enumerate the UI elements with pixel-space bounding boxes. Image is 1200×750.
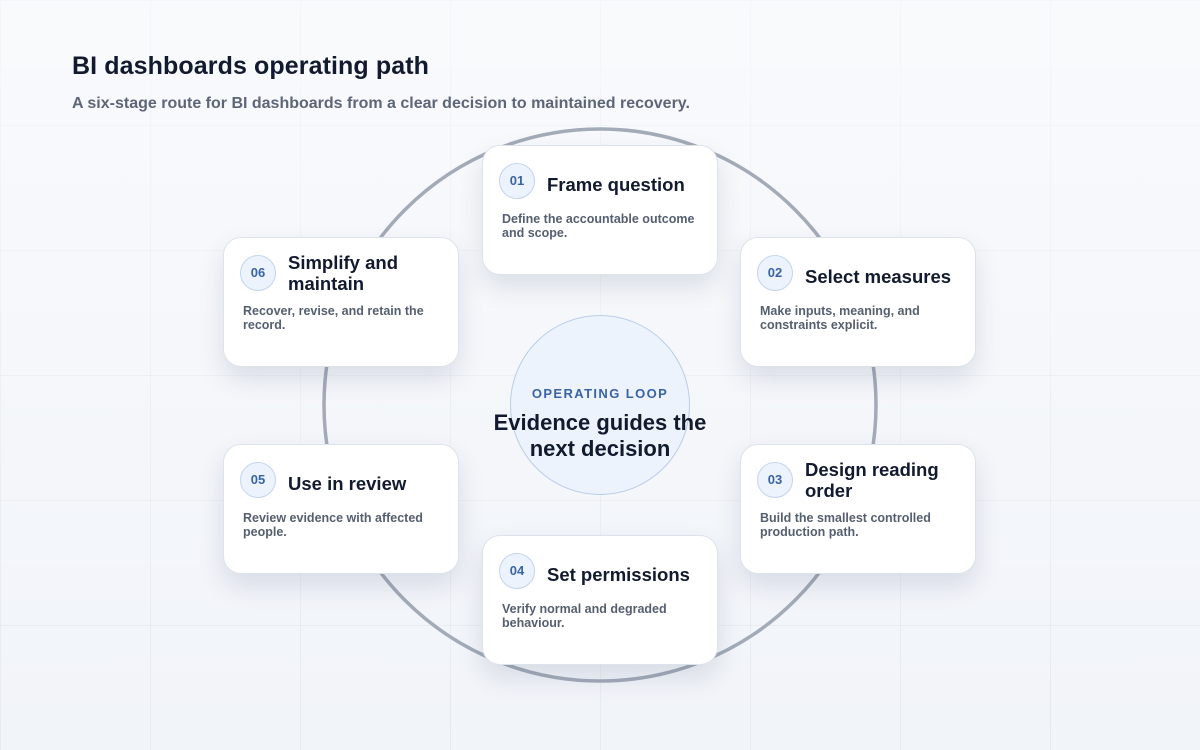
stage-description: Review evidence with affected people. bbox=[243, 511, 423, 539]
hub-kicker: OPERATING LOOP bbox=[531, 386, 669, 401]
stage-number-badge: 06 bbox=[240, 255, 276, 291]
stage-number-badge: 01 bbox=[499, 163, 535, 199]
stage-description: Define the accountable outcome and scope… bbox=[502, 212, 695, 240]
stage-description: Build the smallest controlled production… bbox=[760, 511, 931, 539]
stage-number-badge: 04 bbox=[499, 553, 535, 589]
stage-card-design-reading-order[interactable]: 03 Design reading order Build the smalle… bbox=[740, 444, 976, 574]
stage-title: Frame question bbox=[547, 174, 685, 195]
stage-number-badge: 03 bbox=[757, 462, 793, 498]
stage-card-simplify-and-maintain[interactable]: 06 Simplify and maintain Recover, revise… bbox=[223, 237, 459, 367]
stage-card-use-in-review[interactable]: 05 Use in review Review evidence with af… bbox=[223, 444, 459, 574]
stage-title: Use in review bbox=[288, 473, 407, 494]
loop-ring-path bbox=[322, 127, 878, 683]
stage-description: Make inputs, meaning, and constraints ex… bbox=[760, 304, 920, 332]
stage-title: Design reading order bbox=[805, 459, 939, 501]
stage-title: Set permissions bbox=[547, 564, 690, 585]
stage-number-badge: 05 bbox=[240, 462, 276, 498]
stage-number-badge: 02 bbox=[757, 255, 793, 291]
stage-card-set-permissions[interactable]: 04 Set permissions Verify normal and deg… bbox=[482, 535, 718, 665]
hub-heading: Evidence guides the next decision bbox=[493, 410, 707, 461]
stage-title: Select measures bbox=[805, 266, 952, 287]
stage-title: Simplify and maintain bbox=[288, 252, 398, 294]
stage-card-select-measures[interactable]: 02 Select measures Make inputs, meaning,… bbox=[740, 237, 976, 367]
stage-description: Recover, revise, and retain the record. bbox=[243, 304, 424, 332]
stage-description: Verify normal and degraded behaviour. bbox=[502, 602, 667, 630]
stage-card-frame-question[interactable]: 01 Frame question Define the accountable… bbox=[482, 145, 718, 275]
operating-loop-hub: OPERATING LOOP Evidence guides the next … bbox=[494, 315, 706, 495]
page-title: BI dashboards operating path bbox=[72, 52, 429, 80]
page-subtitle: A six-stage route for BI dashboards from… bbox=[72, 95, 690, 112]
